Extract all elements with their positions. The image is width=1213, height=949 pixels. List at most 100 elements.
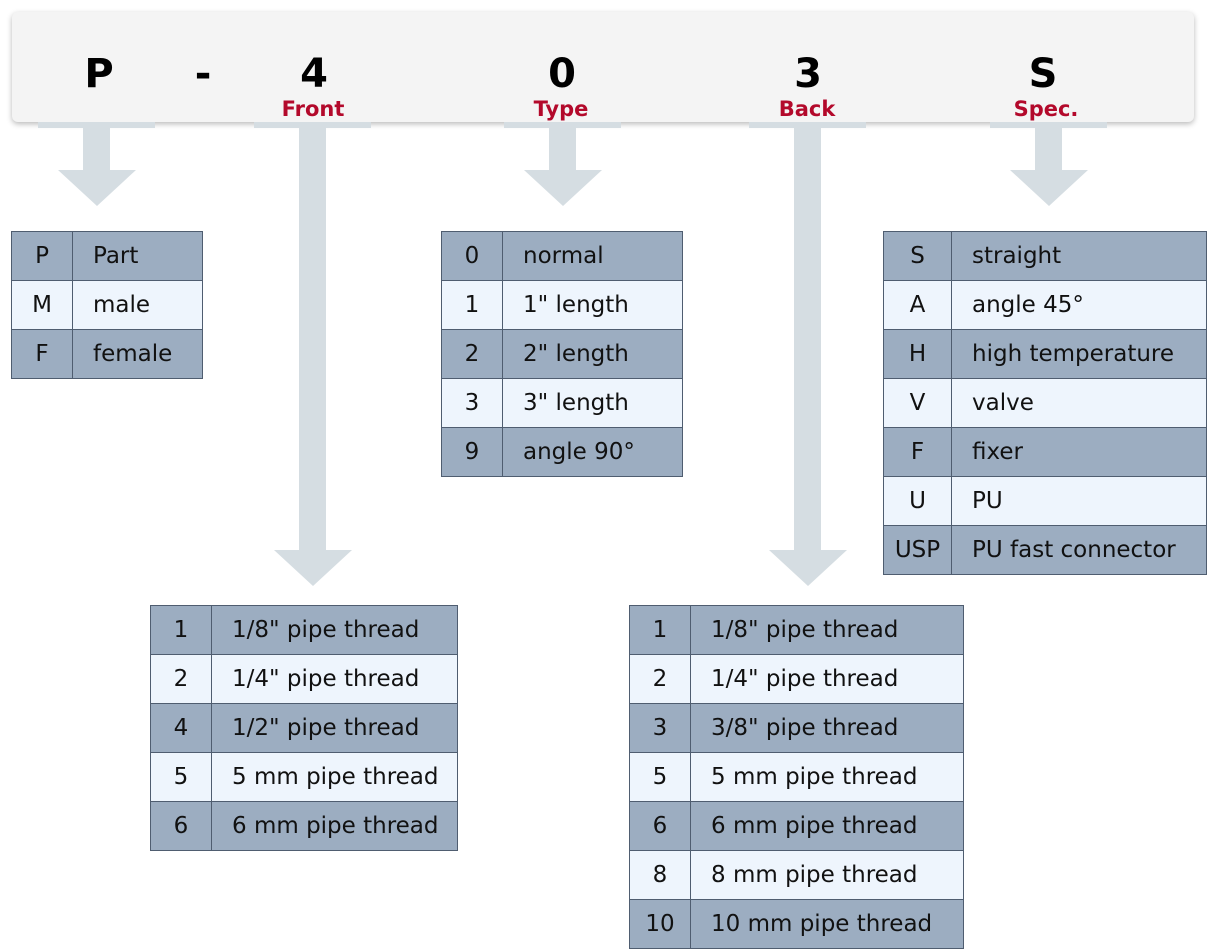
- code-separator: -: [194, 51, 212, 97]
- code-value: 2: [150, 654, 212, 704]
- code-value: 4: [150, 703, 212, 753]
- code-value: 10: [629, 899, 691, 949]
- code-description: 6 mm pipe thread: [211, 801, 458, 851]
- label-front: Front: [281, 97, 345, 121]
- code-description: Part: [72, 231, 203, 281]
- code-value: U: [883, 476, 952, 526]
- label-back: Back: [778, 97, 836, 121]
- code-header: P - 4 0 3 S Front Type Back Spec.: [12, 12, 1194, 122]
- code-description: 6 mm pipe thread: [690, 801, 964, 851]
- code-description: fixer: [951, 427, 1207, 477]
- code-description: male: [72, 280, 203, 330]
- code-char-spec: S: [1028, 51, 1058, 97]
- code-description: 2" length: [502, 329, 683, 379]
- arrow-front: [254, 122, 371, 586]
- code-value: 6: [150, 801, 212, 851]
- code-value: A: [883, 280, 952, 330]
- code-description: female: [72, 329, 203, 379]
- code-value: 2: [441, 329, 503, 379]
- code-value: 8: [629, 850, 691, 900]
- code-char-back: 3: [794, 51, 822, 97]
- code-value: F: [883, 427, 952, 477]
- arrow-part: [38, 122, 155, 206]
- code-value: P: [11, 231, 73, 281]
- code-value: V: [883, 378, 952, 428]
- code-description: straight: [951, 231, 1207, 281]
- arrow-back: [749, 122, 866, 586]
- code-value: 1: [629, 605, 691, 655]
- code-value: 9: [441, 427, 503, 477]
- label-spec: Spec.: [1013, 97, 1079, 121]
- code-value: 3: [441, 378, 503, 428]
- code-description: angle 90°: [502, 427, 683, 477]
- code-value: F: [11, 329, 73, 379]
- code-description: 10 mm pipe thread: [690, 899, 964, 949]
- code-description: 1/4" pipe thread: [211, 654, 458, 704]
- code-value: USP: [883, 525, 952, 575]
- label-type: Type: [533, 97, 589, 121]
- code-value: 3: [629, 703, 691, 753]
- code-description: PU fast connector: [951, 525, 1207, 575]
- code-char-type: 0: [548, 51, 576, 97]
- code-value: 6: [629, 801, 691, 851]
- code-description: normal: [502, 231, 683, 281]
- code-description: 1" length: [502, 280, 683, 330]
- code-value: 1: [150, 605, 212, 655]
- code-char-part: P: [84, 51, 114, 97]
- code-description: 1/2" pipe thread: [211, 703, 458, 753]
- code-value: 0: [441, 231, 503, 281]
- code-value: 5: [150, 752, 212, 802]
- code-description: angle 45°: [951, 280, 1207, 330]
- code-description: high temperature: [951, 329, 1207, 379]
- code-value: H: [883, 329, 952, 379]
- code-description: 3" length: [502, 378, 683, 428]
- code-description: valve: [951, 378, 1207, 428]
- code-value: 5: [629, 752, 691, 802]
- code-description: 5 mm pipe thread: [690, 752, 964, 802]
- code-description: 1/4" pipe thread: [690, 654, 964, 704]
- code-description: PU: [951, 476, 1207, 526]
- arrow-spec: [990, 122, 1107, 206]
- arrow-type: [504, 122, 621, 206]
- code-description: 5 mm pipe thread: [211, 752, 458, 802]
- code-value: S: [883, 231, 952, 281]
- code-char-front: 4: [300, 51, 328, 97]
- code-description: 3/8" pipe thread: [690, 703, 964, 753]
- code-description: 8 mm pipe thread: [690, 850, 964, 900]
- code-description: 1/8" pipe thread: [690, 605, 964, 655]
- code-value: 2: [629, 654, 691, 704]
- code-value: M: [11, 280, 73, 330]
